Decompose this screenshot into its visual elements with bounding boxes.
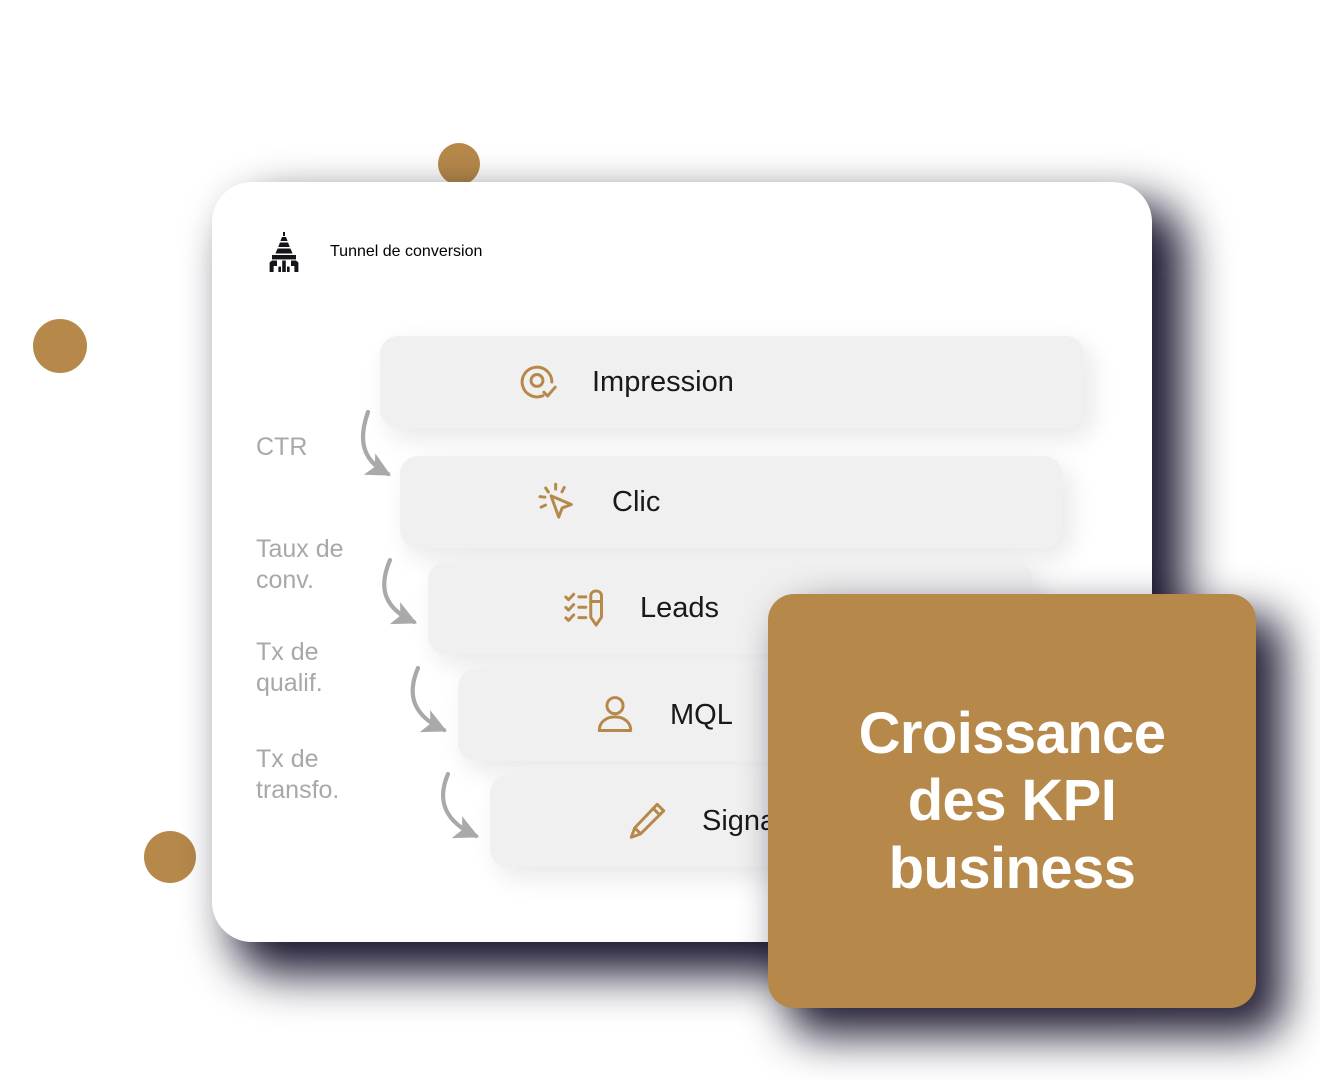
- ratio-label-taux-conv: Taux de conv.: [256, 535, 344, 594]
- funnel-stage-clic[interactable]: Clic: [400, 456, 1062, 548]
- orbit-circle-large-left: [0, 600, 92, 700]
- kpi-growth-badge-text: Croissance des KPI business: [858, 701, 1166, 901]
- arrow-clic-to-leads: [382, 557, 418, 625]
- funnel-stage-impression[interactable]: Impression: [380, 336, 1084, 428]
- ratio-label-tx-qualif: Tx de qualif.: [256, 638, 323, 697]
- ratio-label-ctr: CTR: [256, 433, 308, 461]
- arrow-leads-to-mql: [410, 665, 448, 733]
- card-header: Tunnel de conversion: [260, 228, 482, 276]
- orbit-circle-gold-left: [33, 319, 87, 373]
- user-icon: [592, 692, 638, 738]
- funnel-icon: [269, 232, 299, 272]
- eye-check-icon: [514, 359, 560, 405]
- funnel-stage-label: Leads: [640, 591, 720, 624]
- pencil-icon: [624, 798, 670, 844]
- checklist-pen-icon: [562, 585, 608, 631]
- funnel-stage-label: MQL: [670, 698, 733, 731]
- ratio-label-tx-transfo: Tx de transfo.: [256, 745, 340, 804]
- funnel-stage-label: Clic: [612, 485, 661, 518]
- kpi-growth-badge: Croissance des KPI business: [768, 594, 1256, 1008]
- orbit-circle-gold-lower: [144, 831, 196, 883]
- funnel-stage-label: Impression: [592, 365, 734, 398]
- arrow-mql-to-signature: [440, 771, 480, 839]
- click-cursor-icon: [534, 479, 580, 525]
- orbit-circle-top: [428, 1, 526, 99]
- orbit-circle-gold-top: [438, 143, 480, 185]
- orbit-circle-mid-left: [99, 460, 157, 518]
- page-title: Tunnel de conversion: [330, 243, 483, 260]
